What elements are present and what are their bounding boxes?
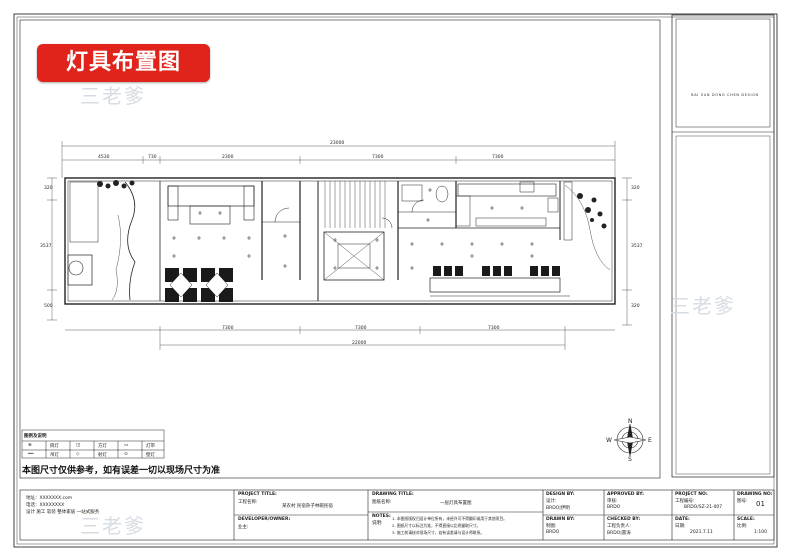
- dim-top-seg-5: 7300: [492, 155, 504, 160]
- notes-cn-label: 说明:: [372, 521, 383, 526]
- dimension-lines: [47, 141, 632, 350]
- compass-icon: [613, 423, 647, 457]
- project-title-label: PROJECT TITLE:: [238, 492, 277, 497]
- dim-right-2: 3537: [631, 244, 643, 249]
- note-line-2: 2. 图纸尺寸以标注为准，不得直接以比例量取尺寸。: [392, 523, 481, 528]
- dim-top-seg-1: 4530: [98, 155, 110, 160]
- project-name: 某农村 民宿杂子林碗民宿: [282, 504, 333, 509]
- dining-tables: [169, 272, 229, 298]
- checked-label: CHECKED BY:: [607, 517, 641, 522]
- drawing-frame: [19, 19, 661, 479]
- watermark-bottom: 三老爹: [80, 514, 146, 538]
- legend-cell: ◇: [76, 452, 80, 457]
- scale-value: 1:100: [754, 530, 767, 535]
- project-no-value: BRDO/SZ-21-007: [684, 505, 723, 510]
- project-no-label: PROJECT NO:: [675, 492, 708, 497]
- dim-left-2: 3537: [40, 244, 52, 249]
- developer-label: DEVELOPER/OWNER:: [238, 517, 291, 522]
- dim-bottom-seg-1: 7300: [222, 326, 234, 331]
- note-line-3: 3. 施工前请核对现场尺寸，若有误差请与设计师联系。: [392, 530, 485, 535]
- company-line-3: 设计 施工 软装 整体家居 一站式服务: [26, 510, 100, 515]
- company-line-2: 电话：XXXXXXXX: [26, 503, 65, 508]
- logo-box: [675, 18, 771, 128]
- design-by-label: DESIGN BY:: [546, 492, 575, 497]
- drawing-name: 一层灯具布置图: [440, 501, 472, 506]
- dim-top-seg-2: 730: [148, 155, 157, 160]
- dim-right-1: 320: [631, 186, 640, 191]
- compass-north: N: [628, 418, 633, 425]
- approved-by-value: BRDO: [607, 505, 621, 510]
- developer-value: 业主:: [238, 525, 249, 530]
- dim-bottom-seg-2: 7300: [355, 326, 367, 331]
- floor-plan: [64, 177, 616, 305]
- dim-left-1: 320: [44, 186, 53, 191]
- project-no-cn-label: 工程编号:: [675, 499, 695, 504]
- drawn-by-value: BRDO: [546, 530, 560, 535]
- date-value: 2021.7.11: [690, 530, 713, 535]
- title-block-frame: [19, 489, 775, 541]
- legend-cell: ▭: [124, 443, 129, 448]
- legend-cell: 吊灯: [50, 453, 59, 458]
- checked-by-value: BRDO|雷涛: [607, 531, 631, 536]
- dining-sets: [165, 266, 560, 302]
- company-line-1: 地址：XXXXXXX.com: [26, 496, 73, 501]
- legend-cell: ⊙: [124, 452, 128, 457]
- scale-cn-label: 比例:: [737, 524, 748, 529]
- side-panel-inner: [675, 135, 771, 475]
- downlight-icons: [172, 188, 534, 270]
- watermark-top: 三老爹: [80, 84, 146, 108]
- note-line-1: 1. 本图纸版权归设计单位所有，未经许可不得翻印或用于其他项目。: [392, 516, 507, 521]
- watermark-right: 三老爹: [670, 294, 736, 318]
- dim-top-total: 23000: [330, 141, 345, 146]
- side-panel-frame: [671, 14, 775, 478]
- outer-frame: [13, 13, 778, 548]
- compass-east: E: [648, 437, 652, 444]
- legend-cell: 壁灯: [146, 453, 155, 458]
- drawn-by-label: DRAWN BY:: [546, 517, 575, 522]
- drawing-no-label: DRAWING NO:: [737, 492, 773, 497]
- project-name-label: 工程名称:: [238, 500, 258, 505]
- compass-south: S: [628, 456, 632, 463]
- design-cn-label: 设计:: [546, 499, 557, 504]
- date-cn-label: 日期:: [675, 524, 686, 529]
- date-label: DATE:: [675, 517, 690, 522]
- dim-bottom-total: 22000: [352, 341, 367, 346]
- dim-right-3: 320: [631, 304, 640, 309]
- approved-cn-label: 审核:: [607, 499, 618, 504]
- drawing-name-label: 图纸名称:: [372, 500, 392, 505]
- compass-west: W: [606, 437, 612, 444]
- legend-cell: ◫: [76, 443, 81, 448]
- legend-title: 图例及说明: [24, 434, 47, 439]
- legend-cell: ⊕: [28, 443, 32, 448]
- legend-cell: 方灯: [98, 444, 107, 449]
- legend-cell: ══: [28, 452, 34, 457]
- dim-bottom-seg-3: 7300: [488, 326, 500, 331]
- design-by-value: BRDO|伊明: [546, 506, 570, 511]
- logo-text: BAI SUN DONG CHEN DESIGN: [691, 93, 759, 97]
- legend-cell: 筒灯: [50, 444, 59, 449]
- drawn-cn-label: 制图:: [546, 524, 557, 529]
- drawing-no-cn-label: 图号:: [737, 499, 748, 504]
- checked-cn-label: 工程负责人:: [607, 524, 632, 529]
- legend-table: [21, 429, 165, 459]
- legend-cell: 射灯: [98, 453, 107, 458]
- drawing-title-badge: 灯具布置图: [37, 44, 210, 82]
- drawing-title-label: DRAWING TITLE:: [372, 492, 414, 497]
- drawing-no-value: 01: [756, 500, 765, 508]
- notes-label: NOTES:: [372, 514, 391, 519]
- scale-label: SCALE:: [737, 517, 755, 522]
- dim-top-seg-3: 2300: [222, 155, 234, 160]
- plant-icons: [97, 180, 607, 229]
- approved-by-label: APPROVED BY:: [607, 492, 644, 497]
- dim-top-seg-4: 7300: [372, 155, 384, 160]
- dim-left-3: 500: [44, 304, 53, 309]
- legend-cell: 灯带: [146, 444, 155, 449]
- dimension-disclaimer: 本图尺寸仅供参考，如有误差一切以现场尺寸为准: [22, 466, 221, 476]
